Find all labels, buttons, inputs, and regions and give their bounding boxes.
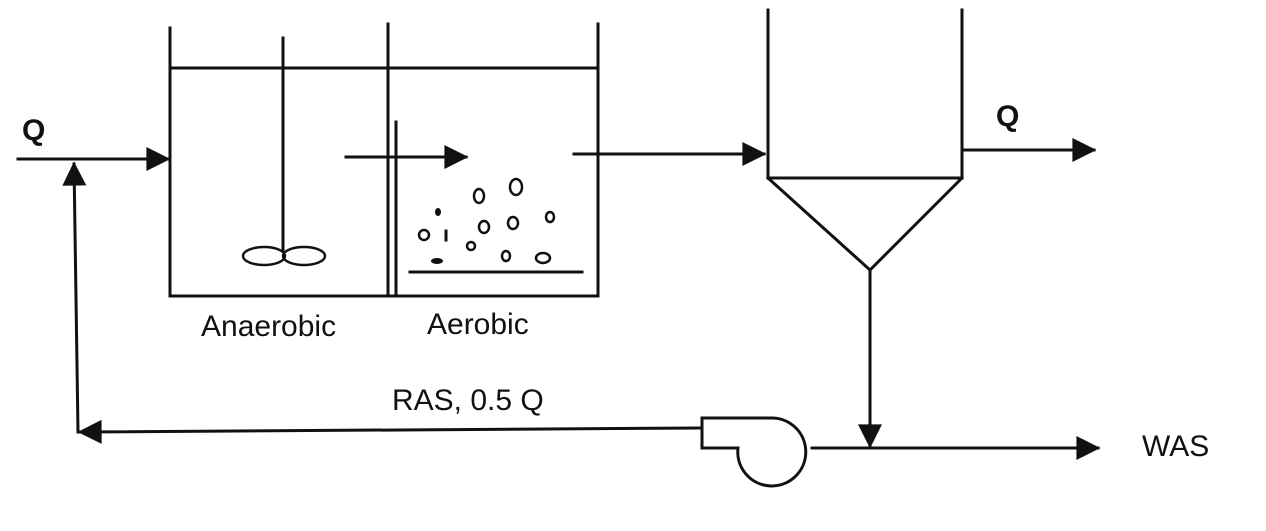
anaerobic-zone-label: Anaerobic: [201, 310, 336, 343]
ras-label: RAS, 0.5 Q: [392, 384, 544, 417]
mixer-icon: [241, 36, 327, 267]
zone-divider: [386, 22, 398, 298]
effluent-flow-label: Q: [996, 100, 1019, 133]
aerobic-zone-label: Aerobic: [427, 308, 529, 341]
influent-flow-label: Q: [22, 114, 45, 147]
ras-return-arrow: [62, 161, 704, 444]
reactor-tank: [168, 22, 600, 298]
clarifier: [765, 8, 965, 273]
pump-icon: [700, 416, 808, 488]
aeration-bubbles-icon: [408, 177, 584, 274]
was-label: WAS: [1142, 430, 1209, 463]
